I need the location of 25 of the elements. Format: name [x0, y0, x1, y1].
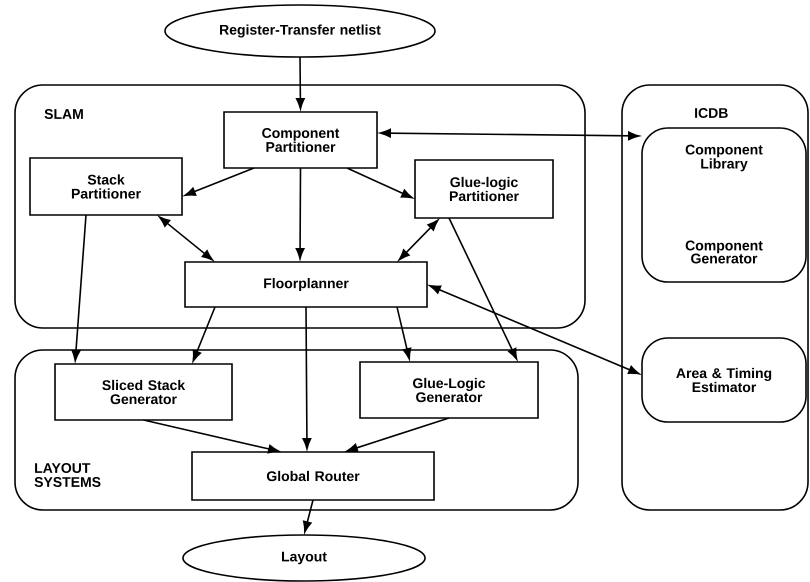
process-box: Global Router [191, 451, 435, 501]
arrow [429, 285, 640, 374]
arrow [398, 220, 438, 260]
arrow [184, 167, 254, 196]
process-box: Stack Partitioner [29, 157, 183, 216]
process-box: Glue-Logic Generator [359, 361, 539, 419]
process-box: Floorplanner [184, 261, 428, 308]
arrow [72, 214, 87, 362]
arrow [143, 419, 280, 454]
arrow [296, 168, 305, 260]
arrow [448, 218, 518, 360]
library-box: Component Library Component Generator [641, 127, 807, 283]
process-box: Sliced Stack Generator [54, 363, 233, 421]
arrow [302, 307, 312, 450]
arrow [346, 417, 450, 452]
process-box: Component Partitioner [223, 111, 378, 169]
arrow [346, 167, 413, 198]
process-box: Glue-logic Partitioner [414, 159, 554, 219]
arrow [296, 57, 305, 110]
arrow [192, 306, 216, 362]
arrow [396, 306, 412, 360]
estimator-box: Area & Timing Estimator [641, 337, 807, 423]
arrow [302, 500, 314, 532]
arrow [380, 128, 640, 140]
arrow [158, 216, 214, 261]
